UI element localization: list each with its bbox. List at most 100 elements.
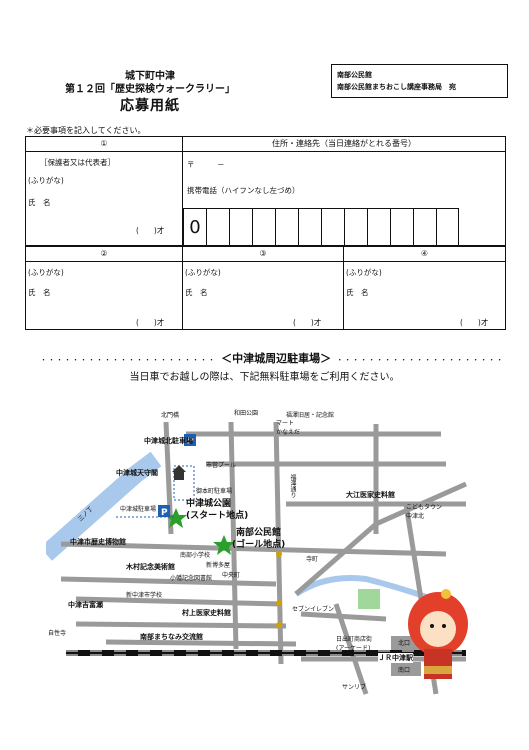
members-form: ② (ふりがな) 氏 名 ( )才 ③ (ふりがな) 氏 名 ( )才 ④ (ふ… — [25, 246, 506, 330]
instruction-note: ＊必要事項を記入してください。 — [26, 126, 146, 135]
member2-name-label: 氏 名 — [28, 288, 51, 297]
postal-field[interactable]: 〒 － — [187, 160, 225, 169]
member1-number: ① — [26, 137, 182, 152]
map-graphic: P P — [40, 421, 468, 695]
label-shimachi: 中央町 — [222, 572, 241, 579]
parking-title: ＜中津城周辺駐車場＞ — [221, 352, 332, 365]
phone-digit-box[interactable] — [390, 208, 413, 246]
phone-digit-box[interactable] — [206, 208, 229, 246]
label-fukuzawa: 福澤旧居・記念館 — [286, 412, 335, 419]
phone-digit-box[interactable] — [229, 208, 252, 246]
label-tenshu: 中津城天守閣 — [116, 469, 158, 477]
svg-text:P: P — [161, 508, 168, 518]
label-castle-park: 中津城公園 — [186, 499, 232, 509]
label-fukuzawa-dori: 福澤通り — [289, 474, 296, 498]
station-south — [391, 662, 421, 676]
label-jo-parking: 中津城駐車場 — [120, 506, 157, 513]
send-to-box: 南部公民館 南部公民館まちおこし講座事務局 宛 — [331, 64, 508, 98]
parking-subtitle: 当日車でお越しの際は、下記無料駐車場をご利用ください。 — [129, 372, 400, 383]
parking-icon-north — [184, 434, 196, 446]
header-line1: 城下町中津 — [125, 71, 175, 82]
send-to-line1: 南部公民館 — [337, 71, 372, 79]
phone-digit-box[interactable] — [252, 208, 275, 246]
label-seven: セブンイレブン — [292, 606, 335, 613]
parking-heading: ・・・・・・・・・・・・・・・・・・・・・・ ＜中津城周辺駐車場＞ ・・・・・・… — [40, 347, 503, 366]
phone-digit-box[interactable] — [321, 208, 344, 246]
label-city-pool: 市営プール — [206, 462, 237, 469]
phone-digit-box[interactable]: 0 — [183, 208, 206, 246]
canal-shape — [294, 575, 448, 607]
label-nanbu-kominkan: 南部公民館 — [236, 528, 282, 538]
member2-furigana[interactable]: (ふりがな) — [28, 268, 64, 277]
label-nakatsu-yoshikane: 中津吉富瀬 — [68, 601, 103, 609]
mascot-illustration — [408, 589, 468, 679]
member4-name-label: 氏 名 — [346, 288, 369, 297]
dots-left: ・・・・・・・・・・・・・・・・・・・・・・ — [40, 356, 216, 364]
member2-cell: ② (ふりがな) 氏 名 ( )才 — [25, 246, 183, 330]
member4-furigana[interactable]: (ふりがな) — [346, 268, 382, 277]
form-title: 応募用紙 — [120, 98, 180, 114]
member4-cell: ④ (ふりがな) 氏 名 ( )才 — [343, 246, 506, 330]
parking-icon-castle — [158, 505, 170, 517]
member3-furigana[interactable]: (ふりがな) — [185, 268, 221, 277]
phone-digit-box[interactable] — [344, 208, 367, 246]
member3-name-label: 氏 名 — [185, 288, 208, 297]
label-jishoji: 自性寺 — [48, 630, 67, 637]
phone-digit-box[interactable] — [275, 208, 298, 246]
label-kita-parking: 中津城北駐車場 — [144, 437, 193, 445]
phone-digit-box[interactable] — [413, 208, 436, 246]
member3-cell: ③ (ふりがな) 氏 名 ( )才 — [182, 246, 344, 330]
member1-furigana[interactable]: (ふりがな) — [28, 176, 64, 185]
phone-digit-boxes: 0 — [183, 208, 459, 246]
contact-header: 住所・連絡先（当日連絡がとれる番号） — [183, 137, 505, 152]
svg-text:P: P — [187, 437, 194, 447]
label-kodomo: こどもタウン 中津北 — [406, 504, 443, 520]
label-mart: マート かなえだ — [276, 420, 301, 436]
start-star-icon — [165, 508, 187, 528]
phone-digit-box[interactable] — [298, 208, 321, 246]
castle-icon — [174, 472, 184, 480]
member2-age[interactable]: ( )才 — [136, 318, 165, 327]
member3-age[interactable]: ( )才 — [293, 318, 322, 327]
parking-outline-1 — [173, 465, 195, 501]
phone-digit-box[interactable] — [436, 208, 459, 246]
label-jr-station: ＪＲ中津駅 — [378, 653, 413, 663]
railway — [66, 650, 466, 656]
label-kitamon: 北門橋 — [161, 412, 180, 419]
label-kitaguchi: 北口 — [398, 640, 411, 647]
dots-right: ・・・・・・・・・・・・・・・・・・・・・ — [336, 356, 505, 364]
label-teramachi: 寺町 — [306, 556, 319, 563]
goal-star-icon — [213, 535, 235, 555]
member1-age[interactable]: ( )才 — [136, 226, 165, 235]
member3-number: ③ — [183, 247, 343, 262]
label-ooe: 大江医家史料館 — [346, 491, 395, 499]
label-shinhakataya: 新博多屋 — [206, 562, 231, 569]
member4-number: ④ — [344, 247, 505, 262]
river-shape — [40, 451, 162, 561]
label-nanbu-school: 南部小学校 — [180, 552, 211, 559]
label-mihonmachi: 御本町駐車場 — [196, 488, 233, 495]
label-shinnakatsu: 新中津市学校 — [126, 592, 163, 599]
phone-label: 携帯電話（ハイフンなし左づめ） — [187, 186, 300, 195]
label-start: (スタート地点) — [186, 511, 249, 521]
member4-age[interactable]: ( )才 — [460, 318, 489, 327]
member2-number: ② — [26, 247, 182, 262]
label-sanrise: サンリブ — [342, 684, 367, 691]
label-history-museum: 中津市歴史博物館 — [70, 538, 126, 546]
phone-digit-box[interactable] — [367, 208, 390, 246]
park-area — [358, 589, 380, 609]
area-map: P P 北門橋 和田公園 福澤旧居・記念館 中津城北駐車場 市営プール マート … — [40, 404, 474, 706]
label-hiroshima: 日出町商店街 (アーケード) — [336, 636, 373, 652]
label-goal: (ゴール地点) — [232, 540, 286, 550]
label-mura: 小幡記念図書館 — [170, 575, 213, 582]
send-to-line2: 南部公民館まちおこし講座事務局 宛 — [337, 83, 456, 91]
label-minamiguchi: 南口 — [398, 667, 411, 674]
label-wada: 和田公園 — [234, 410, 259, 417]
contact-cell: 住所・連絡先（当日連絡がとれる番号） 〒 － 携帯電話（ハイフンなし左づめ） 0 — [182, 136, 506, 246]
header-line2: 第１２回「歴史探検ウォークラリー」 — [65, 84, 235, 95]
label-kimura: 木村記念美術館 — [126, 563, 175, 571]
label-nanbu-minami: 南部まちなみ交流館 — [140, 633, 203, 641]
guardian-label: ［保護者又は代表者］ — [40, 158, 115, 167]
entry-form: ① ［保護者又は代表者］ (ふりがな) 氏 名 ( )才 住所・連絡先（当日連絡… — [25, 136, 506, 246]
member1-cell: ① ［保護者又は代表者］ (ふりがな) 氏 名 ( )才 — [25, 136, 183, 246]
